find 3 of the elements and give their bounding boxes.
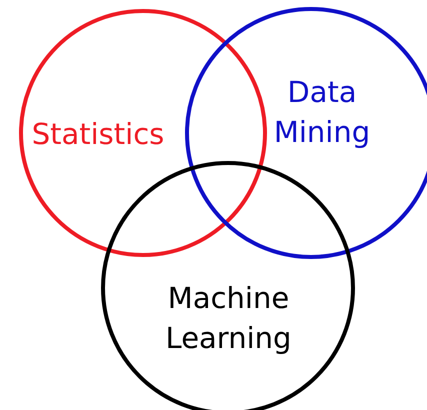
set-label: Statistics xyxy=(30,116,166,153)
set-label: Data Mining xyxy=(272,74,372,151)
set-label: Machine Learning xyxy=(164,280,292,357)
